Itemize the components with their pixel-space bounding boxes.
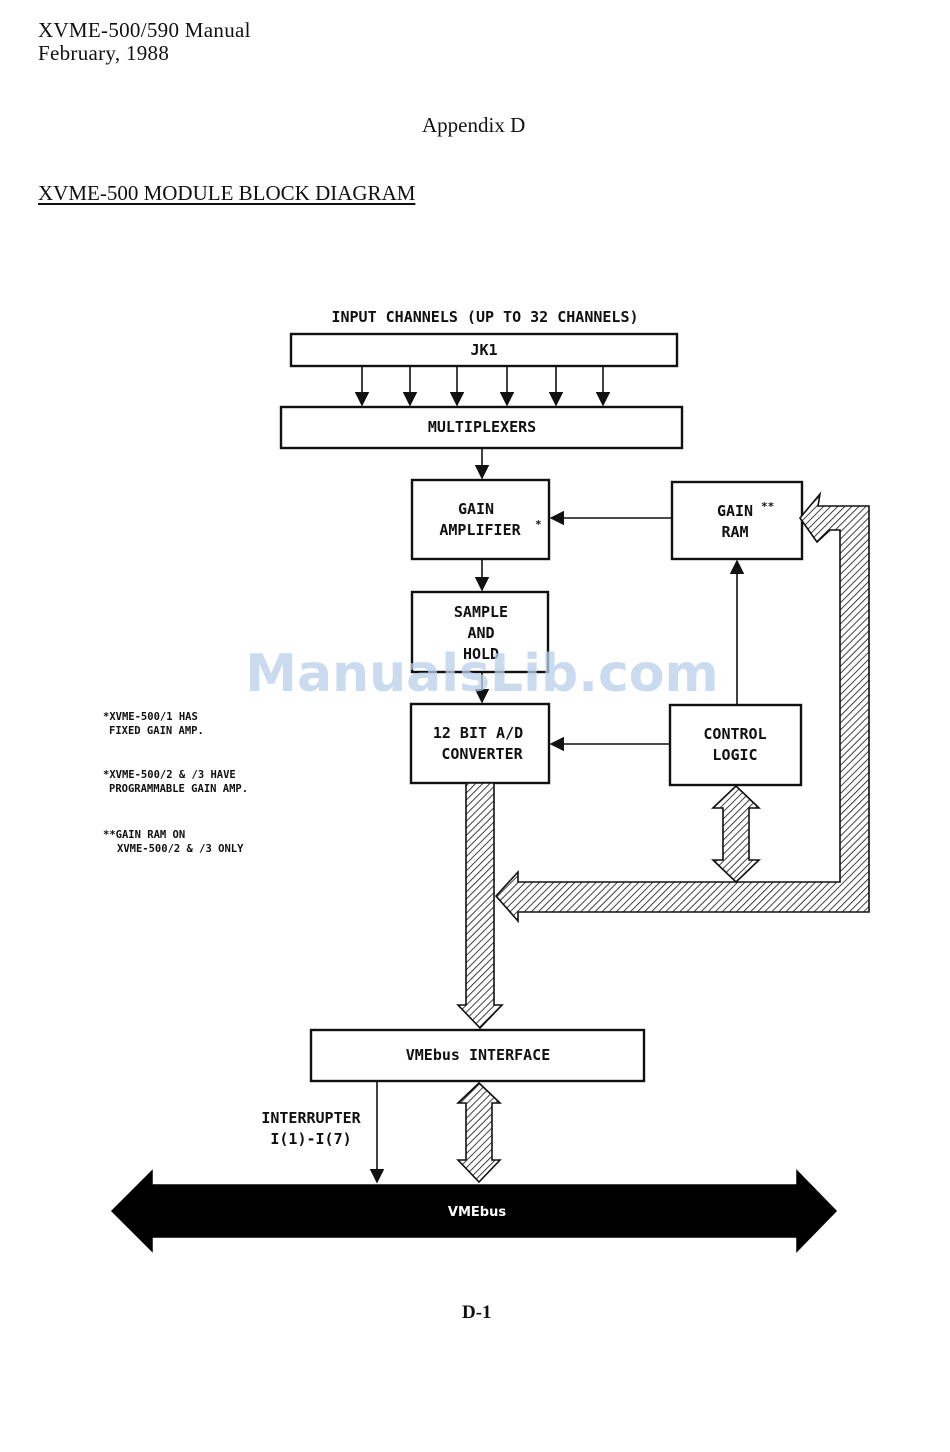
gain-ram-line2: RAM — [721, 523, 748, 541]
control-logic-box — [668, 703, 803, 787]
internal-bus — [494, 491, 870, 924]
control-bus-arrow — [711, 784, 761, 884]
sample-hold-box — [410, 590, 550, 674]
vmebus-arrow — [110, 1169, 838, 1253]
interface-bus-arrow — [456, 1081, 502, 1184]
multiplexers-label: MULTIPLEXERS — [428, 418, 536, 436]
sample-hold-line1: SAMPLE — [454, 603, 508, 621]
vmebus-interface-label: VMEbus INTERFACE — [406, 1046, 551, 1064]
gain-amp-mark: * — [535, 518, 542, 531]
jk1-label: JK1 — [470, 341, 497, 359]
adc-line1: 12 BIT A/D — [433, 724, 523, 742]
vmebus-interface-box — [309, 1028, 646, 1083]
control-line1: CONTROL — [703, 725, 766, 743]
channel-arrows — [354, 366, 611, 407]
note1-line2: FIXED GAIN AMP. — [109, 725, 204, 737]
diagram-title: XVME-500 MODULE BLOCK DIAGRAM — [38, 181, 416, 205]
interrupter-line1: INTERRUPTER — [261, 1109, 361, 1127]
interrupter-line2: I(1)-I(7) — [270, 1130, 351, 1148]
gain-amplifier-box — [410, 478, 551, 561]
gain-amp-line2: AMPLIFIER — [439, 521, 521, 539]
page-number: D-1 — [462, 1302, 492, 1323]
multiplexers-box — [279, 405, 684, 450]
note1-line1: *XVME-500/1 HAS — [103, 711, 198, 723]
gain-ram-mark: ** — [761, 500, 774, 513]
appendix-heading: Appendix D — [422, 113, 526, 137]
adc-box — [409, 702, 551, 785]
watermark: ManualsLib.com — [245, 644, 718, 704]
adc-data-bus — [456, 782, 504, 1030]
note2-line2: PROGRAMMABLE GAIN AMP. — [109, 783, 248, 795]
gain-amp-line1: GAIN — [458, 500, 494, 518]
manual-title: XVME-500/590 Manual — [38, 18, 251, 42]
vmebus-label: VMEbus — [448, 1205, 506, 1220]
note3-line2: XVME-500/2 & /3 ONLY — [117, 843, 244, 855]
sample-hold-line3: HOLD — [463, 645, 499, 663]
jk1-box — [289, 332, 679, 368]
note3-line1: **GAIN RAM ON — [103, 829, 185, 841]
input-channels-label: INPUT CHANNELS (UP TO 32 CHANNELS) — [331, 308, 638, 326]
manual-date: February, 1988 — [38, 41, 170, 65]
adc-line2: CONVERTER — [441, 745, 523, 763]
gain-ram-line1: GAIN — [717, 502, 753, 520]
sample-hold-line2: AND — [467, 624, 494, 642]
note2-line1: *XVME-500/2 & /3 HAVE — [103, 769, 236, 781]
gain-ram-box — [670, 480, 804, 561]
control-line2: LOGIC — [712, 746, 757, 764]
